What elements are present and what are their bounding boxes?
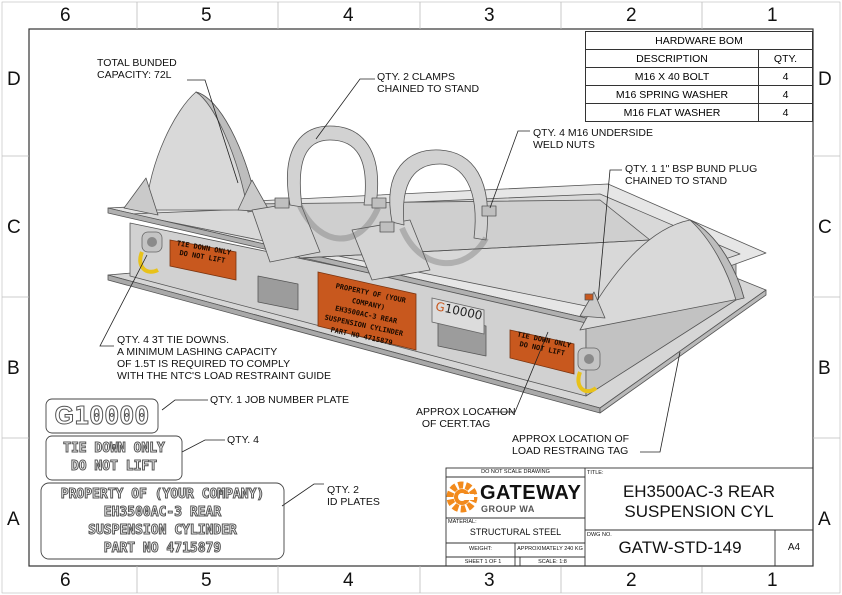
scale-value: SCALE: 1:8 <box>538 559 567 565</box>
callout-tie-plate: QTY. 4 <box>227 434 259 446</box>
zone-row-left: C <box>7 217 21 238</box>
id-plate-outline <box>40 482 285 560</box>
hardware-bom-table: HARDWARE BOM DESCRIPTION QTY. M16 X 40 B… <box>585 31 813 122</box>
callout-cert-tag: APPROX LOCATION OF CERT.TAG <box>416 406 516 430</box>
clamp-right <box>389 149 488 241</box>
callout-job-plate: QTY. 1 JOB NUMBER PLATE <box>210 394 350 406</box>
zone-row-left: D <box>7 69 21 90</box>
zone-col-top: 4 <box>343 5 354 26</box>
weight-label: WEIGHT: <box>469 546 492 552</box>
material-value: STRUCTURAL STEEL <box>469 527 562 537</box>
job-number-plate: G10000 <box>46 401 158 431</box>
zone-col-top: 6 <box>60 5 71 26</box>
zone-col-bottom: 5 <box>201 570 212 591</box>
title-label: TITLE: <box>587 470 604 476</box>
callout-weld-nuts: QTY. 4 M16 UNDERSIDE WELD NUTS <box>533 127 654 151</box>
zone-col-bottom: 4 <box>343 570 354 591</box>
dwg-number: GATW-STD-149 <box>618 538 742 557</box>
zone-col-top: 2 <box>626 5 637 26</box>
bom-description: M16 SPRING WASHER <box>585 85 759 104</box>
sheet-number: SHEET 1 OF 1 <box>464 559 502 565</box>
bom-header-qty: QTY. <box>758 49 813 68</box>
tie-down-shackle-left <box>138 231 163 274</box>
tie-down-plate: TIE DOWN ONLY DO NOT LIFT <box>46 440 182 476</box>
callout-capacity: TOTAL BUNDED CAPACITY: 72L <box>97 57 177 81</box>
bom-description: M16 X 40 BOLT <box>585 67 759 86</box>
zone-row-right: C <box>818 217 832 238</box>
table-row: M16 SPRING WASHER 4 <box>585 85 813 104</box>
zone-row-left: B <box>7 358 20 379</box>
gateway-g-icon: G <box>54 402 75 431</box>
bom-qty: 4 <box>758 103 813 122</box>
sheet-size: A4 <box>787 542 801 553</box>
model-plate-id <box>317 271 417 351</box>
do-not-scale: DO NOT SCALE DRAWING <box>481 469 550 475</box>
bom-header-description: DESCRIPTION <box>585 49 759 68</box>
company-sub: GROUP WA <box>481 504 535 514</box>
callout-clamps: QTY. 2 CLAMPS CHAINED TO STAND <box>377 71 480 95</box>
id-line3: SUSPENSION CYLINDER <box>88 523 238 539</box>
dwg-label: DWG NO. <box>587 532 612 538</box>
callout-id-plates: QTY. 2 ID PLATES <box>327 484 380 508</box>
zone-row-right: B <box>818 358 831 379</box>
title-line1: EH3500AC-3 REAR <box>622 482 776 501</box>
bund-plug <box>584 293 594 301</box>
tie-plate-outline <box>45 435 183 481</box>
leader-lines <box>99 78 681 507</box>
tie-down-line1: TIE DOWN ONLY <box>63 441 166 457</box>
id-line1: PROPERTY OF (YOUR COMPANY) <box>60 487 265 503</box>
id-line4: PART NO 4715879 <box>103 541 222 557</box>
zone-col-bottom: 2 <box>626 570 637 591</box>
bom-qty: 4 <box>758 85 813 104</box>
id-line2: EH3500AC-3 REAR <box>103 505 222 521</box>
tie-down-shackle-right <box>576 347 601 394</box>
bom-qty: 4 <box>758 67 813 86</box>
callout-bund-plug: QTY. 1 1" BSP BUND PLUG CHAINED TO STAND <box>625 163 758 187</box>
zone-col-top: 5 <box>201 5 212 26</box>
job-number-text: 10000 <box>74 401 150 431</box>
zone-row-right: A <box>818 509 831 530</box>
zone-col-bottom: 3 <box>484 570 495 591</box>
gateway-logo-gear-icon <box>446 481 478 513</box>
table-row: M16 X 40 BOLT 4 <box>585 67 813 86</box>
zone-row-right: D <box>818 69 832 90</box>
zone-row-left: A <box>7 509 20 530</box>
drawing-title: EH3500AC-3 REAR SUSPENSION CYL <box>585 482 813 522</box>
tie-down-line2: DO NOT LIFT <box>70 459 158 475</box>
company-name: GATEWAY <box>480 482 582 504</box>
callout-load-tag: APPROX LOCATION OF LOAD RESTRAING TAG <box>512 433 630 457</box>
weight-value: APPROXIMATELY 240 KG <box>517 546 583 552</box>
zone-col-top: 1 <box>767 5 778 26</box>
zone-col-bottom: 1 <box>767 570 778 591</box>
clamp-left <box>287 125 378 208</box>
zone-col-top: 3 <box>484 5 495 26</box>
bom-title: HARDWARE BOM <box>585 31 813 50</box>
model-plate-job <box>431 297 485 335</box>
table-row: M16 FLAT WASHER 4 <box>585 103 813 122</box>
slot-left <box>257 275 299 311</box>
title-block-lines <box>445 467 814 567</box>
model-plate-tie-left <box>169 239 237 281</box>
callout-tie-downs: QTY. 4 3T TIE DOWNS. A MINIMUM LASHING C… <box>117 334 331 382</box>
job-plate-outline <box>45 398 159 434</box>
bom-description: M16 FLAT WASHER <box>585 103 759 122</box>
model-plate-tie-right <box>509 329 575 375</box>
title-line2: SUSPENSION CYL <box>624 502 774 521</box>
id-plate: PROPERTY OF (YOUR COMPANY) EH3500AC-3 RE… <box>41 486 284 558</box>
suspension-stand-model <box>107 91 767 414</box>
material-label: MATERIAL: <box>448 519 477 525</box>
zone-col-bottom: 6 <box>60 570 71 591</box>
